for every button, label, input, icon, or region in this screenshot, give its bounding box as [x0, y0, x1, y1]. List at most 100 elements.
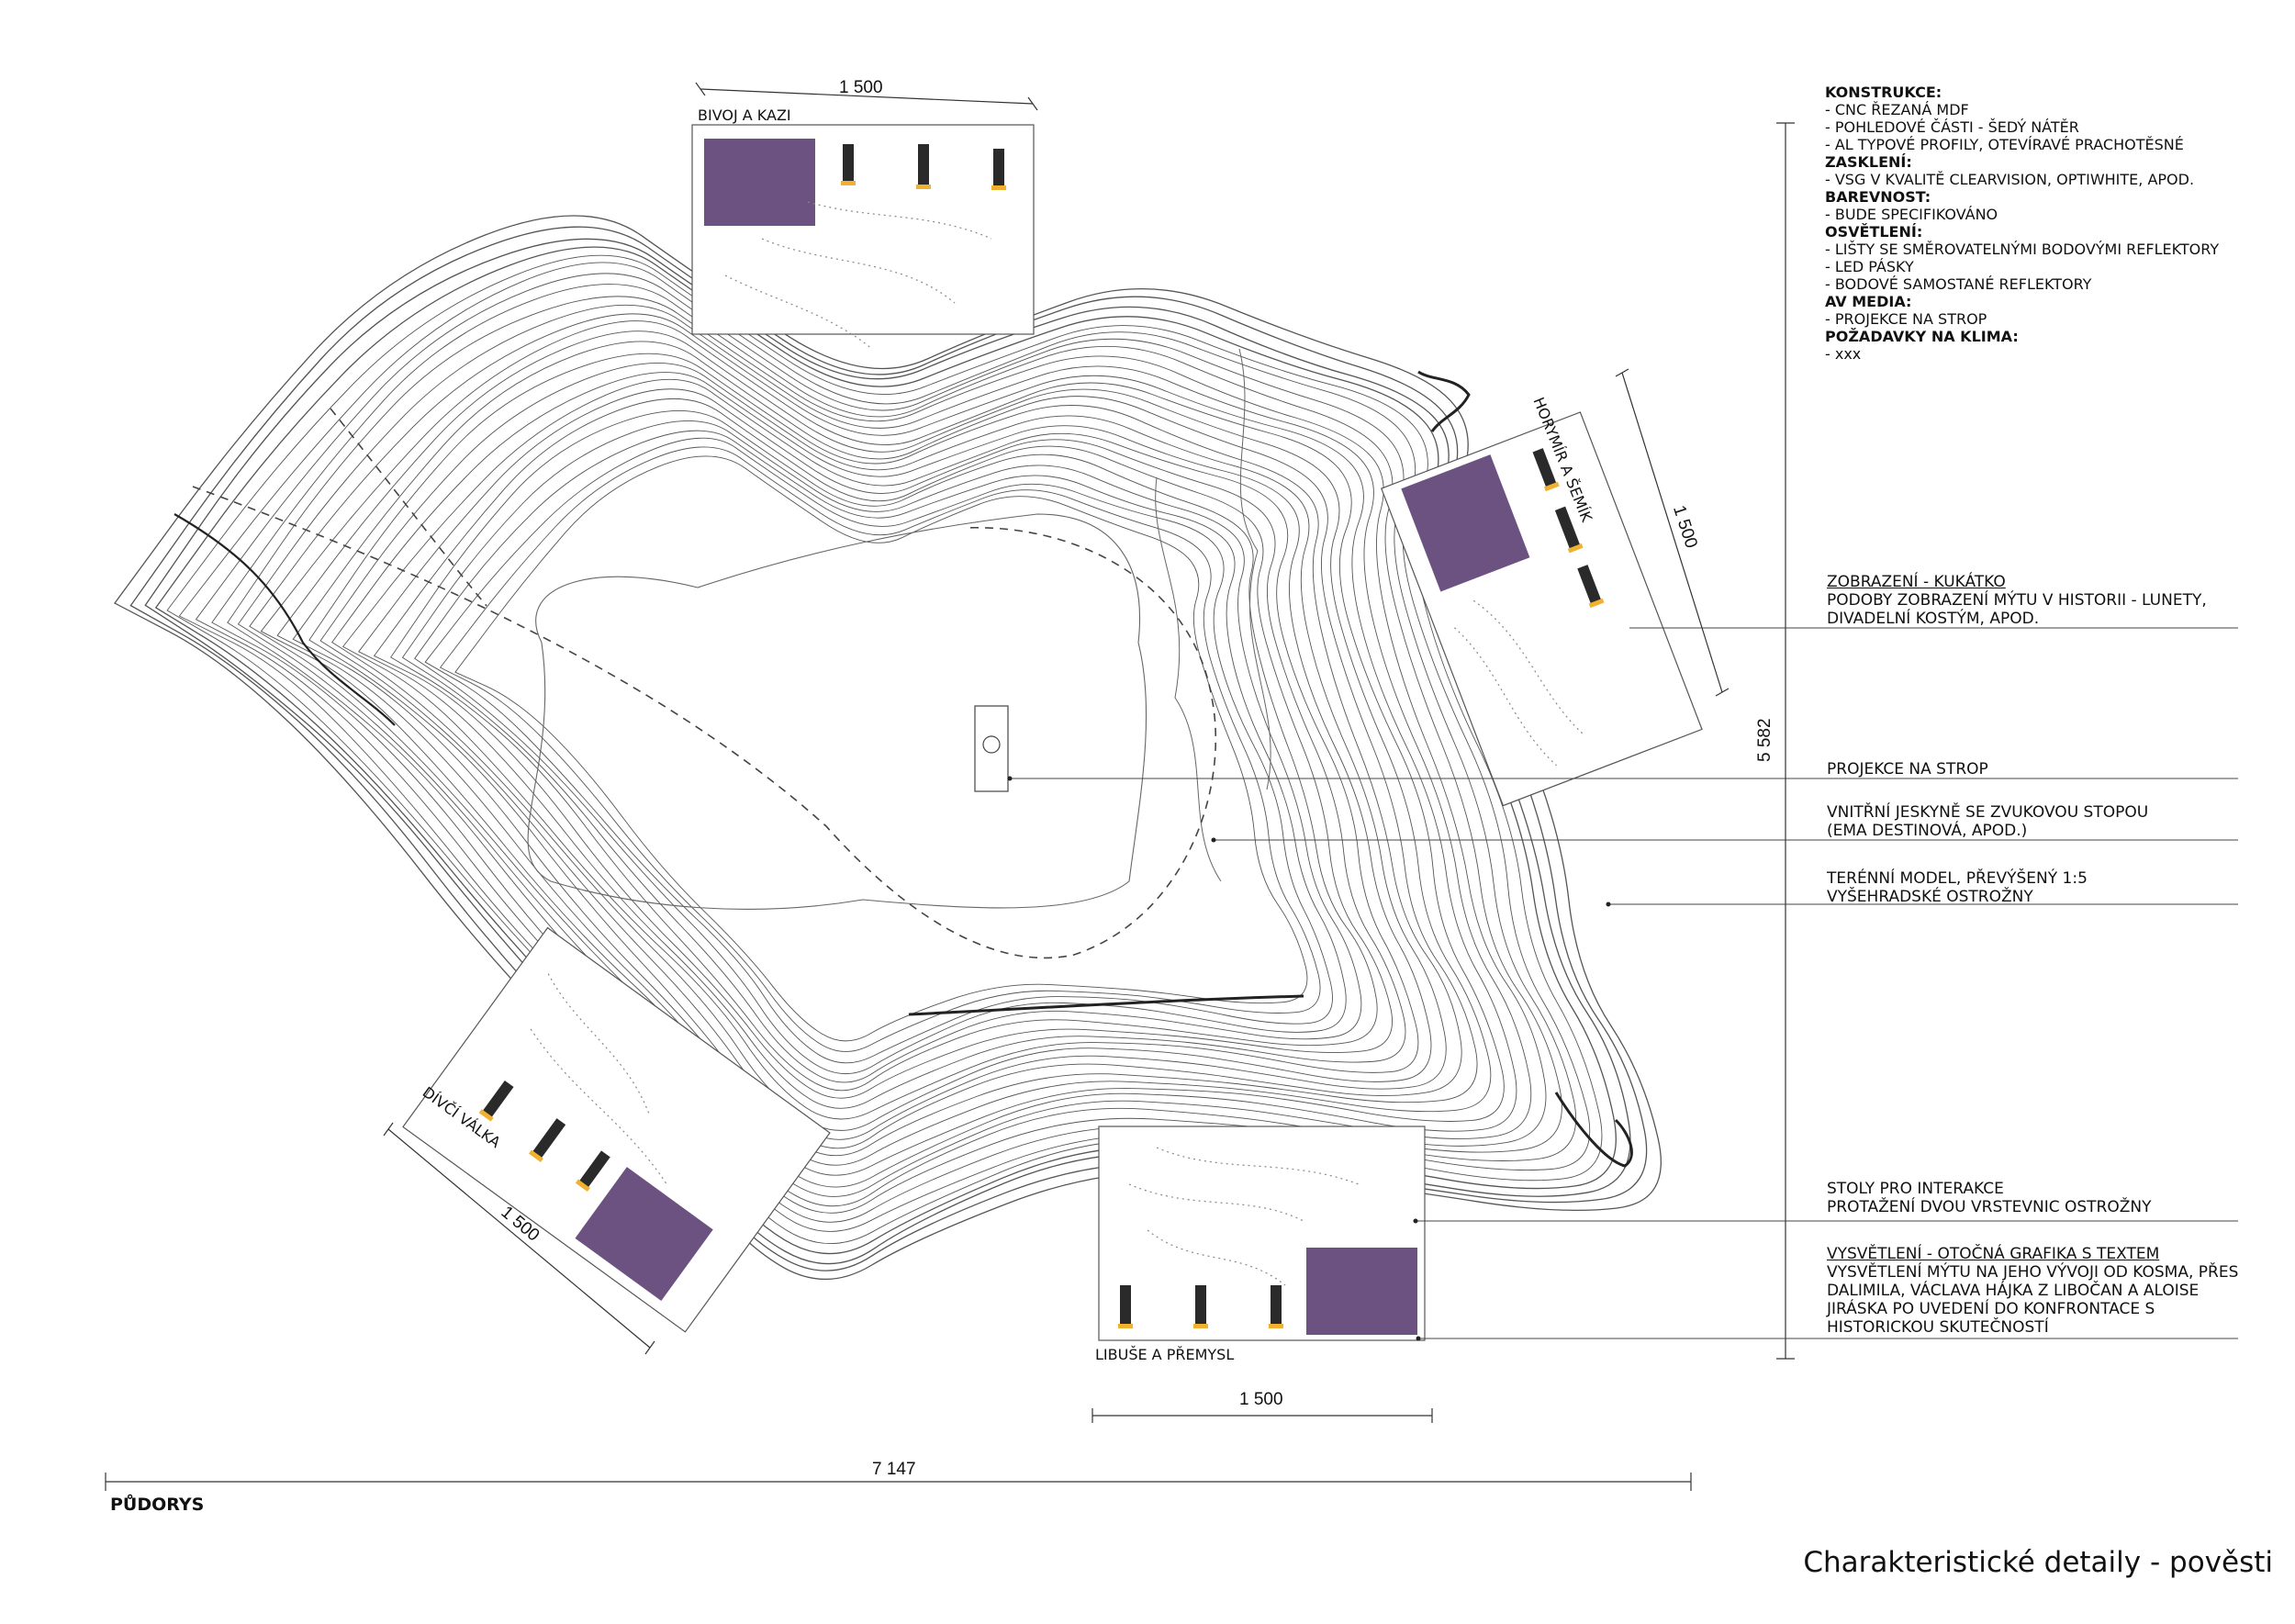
- contour-ring: [401, 420, 1362, 1083]
- visitor-path-dashed: [192, 486, 1217, 959]
- sheet-title: Charakteristické detaily - pověsti: [1803, 1546, 2273, 1579]
- annotation-model: TERÉNNÍ MODEL, PŘEVÝŠENÝ 1:5 VYŠEHRADSKÉ…: [1827, 869, 2088, 906]
- dark-contour-east: [1554, 1092, 1633, 1168]
- dimension-libuse: 1 500: [1239, 1390, 1283, 1409]
- fixture-lamp-icon: [1543, 481, 1560, 492]
- station-horymir-devices: [1532, 448, 1605, 609]
- contour-ring: [373, 398, 1393, 1099]
- annotation-vysvetleni-line-4: HISTORICKOU SKUTEČNOSTÍ: [1827, 1318, 2049, 1337]
- plan-label: PŮDORYS: [110, 1495, 205, 1515]
- annotation-stoly-line-1: STOLY PRO INTERAKCE: [1827, 1180, 2004, 1198]
- station-bivoj: [691, 124, 1035, 350]
- annotation-kukatko: ZOBRAZENÍ - KUKÁTKO PODOBY ZOBRAZENÍ MÝT…: [1827, 573, 2207, 628]
- fixture-lamp-icon: [478, 1109, 494, 1122]
- fixture-lamp-icon: [991, 185, 1006, 190]
- station-divci-devices: [478, 1080, 610, 1193]
- annotation-projekce: PROJEKCE NA STROP: [1827, 760, 1988, 778]
- station-divci: [402, 926, 831, 1333]
- contour-ring: [358, 388, 1406, 1109]
- fixture-lamp-icon: [916, 185, 931, 189]
- leader-dots: [1007, 776, 1611, 1341]
- spec-item: - LED PÁSKY: [1825, 258, 1914, 275]
- fixture-lamp-icon: [575, 1179, 590, 1193]
- projector-lens-icon: [982, 735, 1001, 754]
- spec-list: KONSTRUKCE:- CNC ŘEZANÁ MDF- POHLEDOVÉ Č…: [1825, 84, 2219, 363]
- station-divci-frame: [402, 926, 831, 1333]
- station-label-bivoj: BIVOJ A KAZI: [698, 106, 791, 124]
- spec-heading: KONSTRUKCE:: [1825, 84, 1942, 101]
- station-libuse: [1098, 1126, 1426, 1341]
- fixture-device-icon: [993, 149, 1004, 189]
- annotation-vysvetleni-line-2: DALIMILA, VÁCLAVA HÁJKA Z LIBOČAN A ALOI…: [1827, 1282, 2200, 1300]
- spec-item: - xxx: [1825, 345, 1862, 363]
- annotation-model-line-1: TERÉNNÍ MODEL, PŘEVÝŠENÝ 1:5: [1827, 869, 2088, 888]
- contour-ring: [341, 378, 1419, 1120]
- contour-ring: [260, 320, 1505, 1176]
- fixture-device-icon: [480, 1080, 514, 1120]
- dimension-bivoj: 1 500: [839, 78, 883, 97]
- annotation-projekce-line-1: PROJEKCE NA STROP: [1827, 760, 1988, 778]
- spec-heading: OSVĚTLENÍ:: [1825, 223, 1923, 241]
- contour-ring: [331, 372, 1432, 1131]
- spec-item: - PROJEKCE NA STROP: [1825, 310, 1987, 328]
- fixture-device-icon: [1577, 565, 1603, 607]
- fixture-lamp-icon: [529, 1149, 543, 1162]
- station-horymir-screen: [1401, 454, 1530, 592]
- fixture-lamp-icon: [1588, 598, 1605, 609]
- spec-item: - POHLEDOVÉ ČÁSTI - ŠEDÝ NÁTĚR: [1825, 118, 2079, 136]
- contour-ring: [129, 226, 1648, 1271]
- annotation-kukatko-line-1: PODOBY ZOBRAZENÍ MÝTU V HISTORII - LUNET…: [1827, 591, 2207, 610]
- annotation-stoly-line-2: PROTAŽENÍ DVOU VRSTEVNIC OSTROŽNY: [1827, 1198, 2152, 1216]
- dimension-lines: [105, 82, 1795, 1491]
- spec-heading: POŽADAVKY NA KLIMA:: [1825, 328, 2019, 345]
- station-bivoj-devices: [841, 144, 1006, 190]
- spec-heading: BAREVNOST:: [1825, 188, 1931, 206]
- contour-ring: [390, 410, 1378, 1092]
- dark-contour-west: [174, 513, 396, 726]
- spec-item: - VSG V KVALITĚ CLEARVISION, OPTIWHITE, …: [1825, 171, 2195, 188]
- annotation-kukatko-title: ZOBRAZENÍ - KUKÁTKO: [1827, 573, 2006, 591]
- station-libuse-devices: [1118, 1285, 1283, 1328]
- fixture-device-icon: [1120, 1285, 1131, 1327]
- fixture-device-icon: [843, 144, 854, 185]
- contour-ring: [154, 246, 1617, 1255]
- annotation-jeskyne-line-1: VNITŘNÍ JESKYNĚ SE ZVUKOVOU STOPOU: [1827, 803, 2149, 822]
- inner-cave-ridge-2: [1238, 348, 1271, 790]
- fixture-device-icon: [1271, 1285, 1282, 1327]
- inner-cave-outline: [527, 513, 1148, 910]
- annotation-vysvetleni: VYSVĚTLENÍ - OTOČNÁ GRAFIKA S TEXTEM VYS…: [1827, 1245, 2238, 1337]
- contour-ring: [144, 238, 1631, 1265]
- fixture-lamp-icon: [1118, 1324, 1133, 1328]
- contour-ring: [424, 437, 1333, 1064]
- contour-ring: [439, 446, 1321, 1052]
- spec-item: - CNC ŘEZANÁ MDF: [1825, 101, 1969, 118]
- contour-ring: [276, 330, 1492, 1166]
- spec-item: - BUDE SPECIFIKOVÁNO: [1825, 206, 1998, 223]
- contour-ring: [211, 284, 1562, 1214]
- annotation-model-line-2: VYŠEHRADSKÉ OSTROŽNY: [1827, 888, 2033, 906]
- spec-heading: AV MEDIA:: [1825, 293, 1912, 310]
- annotation-jeskyne: VNITŘNÍ JESKYNĚ SE ZVUKOVOU STOPOU (EMA …: [1827, 803, 2148, 840]
- fixture-device-icon: [1554, 506, 1582, 552]
- station-bivoj-screen: [704, 139, 815, 226]
- fixture-lamp-icon: [1269, 1324, 1283, 1328]
- spec-heading: ZASKLENÍ:: [1825, 153, 1912, 171]
- fixture-device-icon: [531, 1118, 566, 1160]
- fixture-device-icon: [1532, 448, 1558, 490]
- fixture-device-icon: [918, 144, 929, 188]
- annotation-jeskyne-line-2: (EMA DESTINOVÁ, APOD.): [1827, 822, 2028, 840]
- annotation-stoly: STOLY PRO INTERAKCE PROTAŽENÍ DVOU VRSTE…: [1827, 1180, 2152, 1216]
- station-label-libuse: LIBUŠE A PŘEMYSL: [1095, 1346, 1235, 1363]
- dimension-total-width: 7 147: [872, 1460, 916, 1479]
- annotation-vysvetleni-line-3: JIRÁSKA PO UVEDENÍ DO KONFRONTACE S: [1827, 1300, 2155, 1318]
- annotation-vysvetleni-line-1: VYSVĚTLENÍ MÝTU NA JEHO VÝVOJI OD KOSMA,…: [1827, 1263, 2239, 1282]
- annotation-vysvetleni-title: VYSVĚTLENÍ - OTOČNÁ GRAFIKA S TEXTEM: [1827, 1245, 2160, 1263]
- spec-item: - BODOVÉ SAMOSTANÉ REFLEKTORY: [1825, 275, 2092, 293]
- fixture-device-icon: [577, 1150, 610, 1191]
- station-horymir: [1381, 411, 1703, 807]
- dark-contour-south: [908, 994, 1304, 1016]
- station-divci-screen: [575, 1167, 713, 1302]
- spec-item: - AL TYPOVÉ PROFILY, OTEVÍRAVÉ PRACHOTĚS…: [1825, 136, 2184, 153]
- annotation-kukatko-line-2: DIVADELNÍ KOSTÝM, APOD.: [1827, 610, 2040, 628]
